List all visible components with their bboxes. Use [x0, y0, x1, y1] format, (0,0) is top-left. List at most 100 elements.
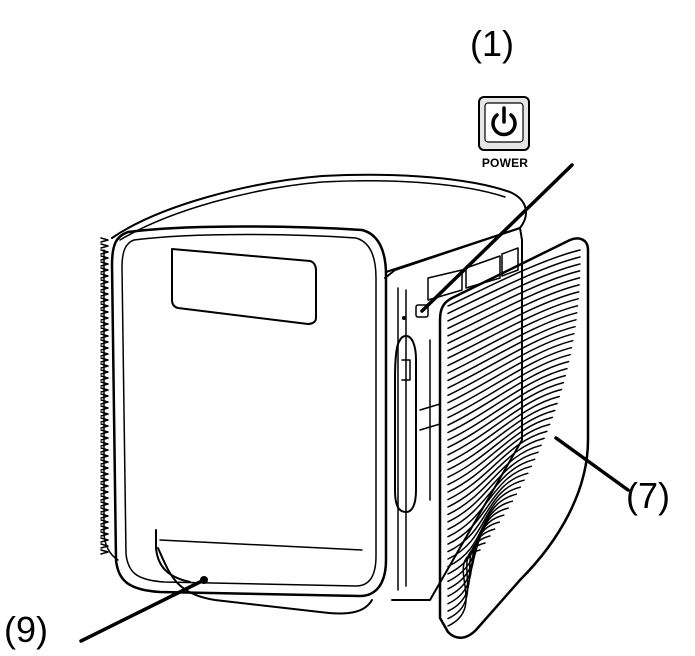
filter-cover-ridge [447, 423, 551, 493]
left-edge-ridge [100, 495, 109, 501]
leader-line-7 [554, 436, 630, 492]
filter-cover-ridge [447, 395, 561, 464]
left-edge-ridge [100, 417, 109, 423]
left-edge-ridge [100, 387, 109, 393]
left-edge-ridge [100, 339, 109, 345]
side-handle [394, 335, 417, 513]
left-edge-ridge [100, 399, 109, 405]
filter-cover-ridge [447, 270, 581, 330]
filter-cover-ridge [447, 402, 558, 471]
left-edge-ridge [100, 255, 109, 261]
base-plate [155, 529, 191, 583]
front-panel [110, 225, 388, 598]
power-button-callout [478, 96, 530, 151]
device-body [103, 173, 527, 615]
side-filter-cover [438, 237, 590, 639]
device-top [111, 173, 527, 279]
filter-cover-ridge [447, 409, 556, 478]
filter-cover-ridge [447, 437, 545, 508]
filter-cover-ridge [447, 479, 525, 553]
left-edge-ridge [100, 423, 109, 429]
left-edge-ridge [100, 441, 109, 447]
filter-cover-ridge [447, 312, 578, 374]
filter-cover-ridge [447, 493, 518, 568]
left-edge-ridge [100, 369, 109, 375]
left-edge-ridge [100, 351, 109, 357]
left-edge-ridge [100, 465, 109, 471]
filter-cover-ridge [447, 549, 481, 627]
filter-cover-ridge [447, 444, 542, 516]
device-power-button [415, 304, 429, 318]
left-edge-ridge [100, 447, 109, 453]
filter-cover-ridge [447, 332, 575, 397]
left-edge-ridge [100, 405, 109, 411]
left-edge-ridge [100, 303, 109, 309]
filter-cover-ridge [447, 263, 581, 322]
power-button-label: POWER [481, 156, 529, 170]
left-edge-ridge [100, 501, 109, 507]
filter-cover-ridge [447, 528, 496, 605]
filter-cover-ridge [447, 325, 576, 389]
left-edge-ridge [100, 477, 109, 483]
left-edge-ridges [100, 237, 109, 555]
left-edge-ridge [100, 393, 109, 399]
filter-cover-ridge [447, 416, 554, 486]
left-edge-ridge [100, 489, 109, 495]
filter-cover-ridge [447, 249, 581, 307]
filter-cover-ridge [447, 486, 522, 560]
callout-label-9: (9) [4, 609, 48, 650]
filter-cover-ridge [447, 353, 571, 419]
left-edge-ridge [100, 375, 109, 381]
left-edge-ridge [100, 267, 109, 273]
front-window [171, 248, 317, 325]
left-edge-ridge [100, 333, 109, 339]
filter-cover-ridge [447, 284, 580, 344]
filter-cover-ridge [447, 451, 539, 523]
filter-cover-ridge [447, 319, 577, 382]
left-edge-ridge [100, 345, 109, 351]
filter-cover-ridge [447, 381, 565, 449]
callout-label-1: (1) [470, 23, 514, 64]
left-edge-ridge [100, 453, 109, 459]
filter-cover-ridge [447, 298, 579, 359]
left-edge-ridge [100, 309, 109, 315]
left-edge-ridge [100, 513, 109, 519]
filter-cover-ridge [447, 367, 568, 434]
filter-cover-ridge [447, 388, 563, 456]
filter-cover-ridge [447, 535, 491, 612]
filter-cover-ridge [447, 360, 570, 426]
left-edge-ridge [100, 321, 109, 327]
left-edge-ridge [100, 507, 109, 513]
left-edge-ridge [100, 531, 109, 537]
left-edge-ridge [100, 357, 109, 363]
left-edge-ridge [100, 411, 109, 417]
filter-cover-ridge [447, 346, 573, 411]
left-edge-ridge [100, 483, 109, 489]
filter-cover-ridge [447, 339, 574, 404]
filter-cover-ridge [447, 430, 548, 501]
left-edge-ridge [100, 543, 109, 549]
left-edge-ridge [100, 435, 109, 441]
left-edge-ridge [100, 519, 109, 525]
filter-cover-ridge [447, 291, 580, 352]
leader-line-1 [420, 163, 574, 313]
filter-cover-ridges [447, 249, 581, 627]
left-edge-ridge [100, 297, 109, 303]
filter-cover-ridge [447, 256, 581, 315]
filter-cover-ridge [447, 465, 533, 538]
filter-cover-ridge [447, 374, 567, 441]
callout-label-7: (7) [626, 475, 670, 516]
left-edge-ridge [100, 549, 109, 555]
filter-cover-ridge [447, 521, 501, 597]
left-edge-ridge [100, 363, 109, 369]
leader-dot-9 [200, 576, 208, 584]
left-edge-ridge [100, 243, 109, 249]
left-edge-ridge [100, 315, 109, 321]
left-edge-ridge [100, 249, 109, 255]
filter-cover-ridge [447, 305, 579, 367]
left-edge-ridge [100, 237, 109, 243]
filter-cover-ridge [447, 472, 529, 545]
left-edge-ridge [100, 459, 109, 465]
filter-cover-ridge [447, 277, 581, 337]
filter-cover-ridge [447, 542, 486, 620]
